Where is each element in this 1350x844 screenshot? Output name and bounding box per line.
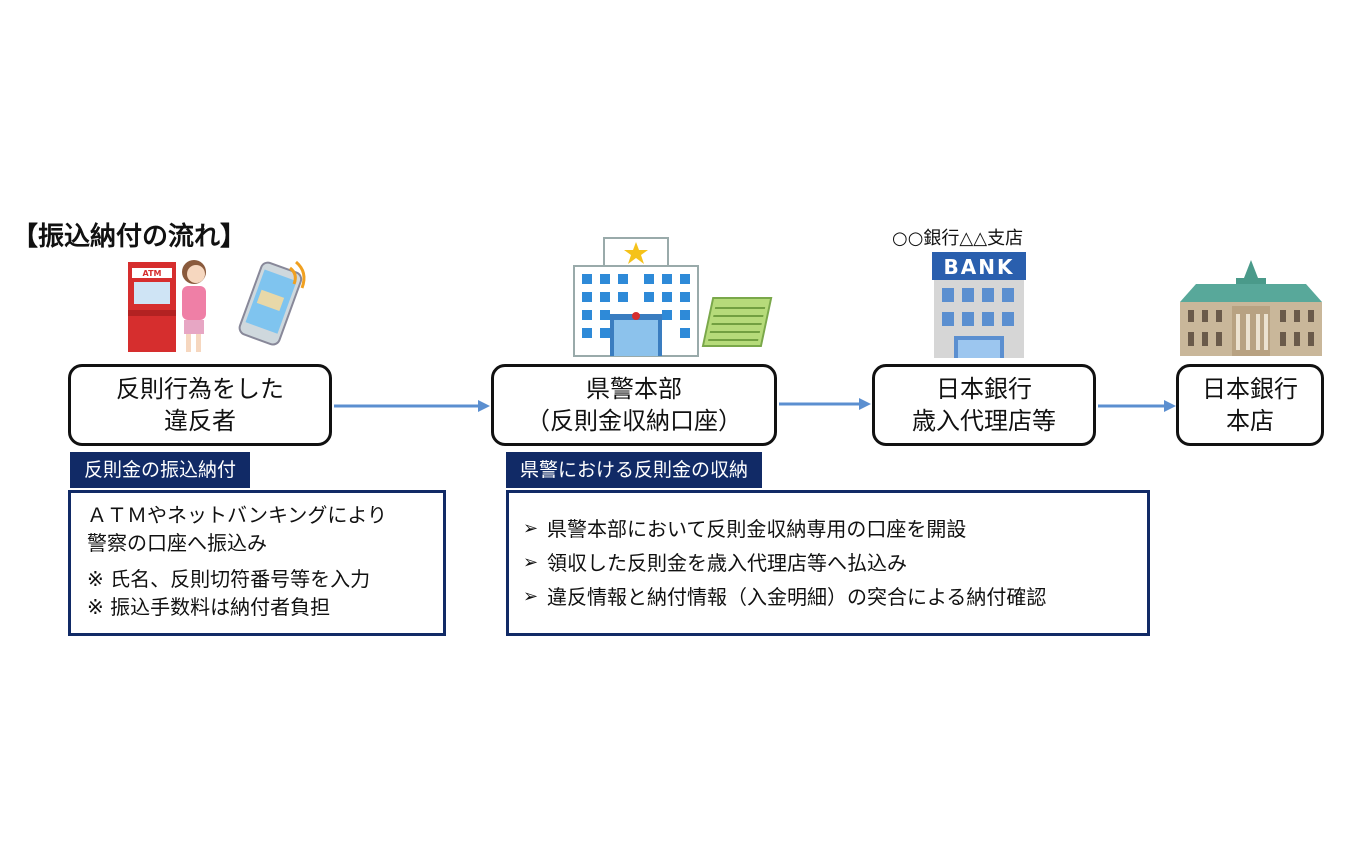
bank-sign-text: BANK [944,255,1015,279]
right-panel-item-text: 違反情報と納付情報（入金明細）の突合による納付確認 [547,585,1047,609]
smartphone-illustration [238,260,306,346]
node-boj-agent-line-2: 歳入代理店等 [912,407,1056,435]
left-panel-line-1: ＡＴＭやネットバンキングにより [87,503,387,527]
left-panel-header: 反則金の振込納付 [70,452,251,488]
bank-building-illustration: BANK [932,252,1026,358]
right-panel-item: ➢ 違反情報と納付情報（入金明細）の突合による納付確認 [523,583,1147,611]
node-violator: 反則行為をした 違反者 [68,364,332,446]
police-building-illustration [573,237,699,357]
bullet-arrow-icon: ➢ [523,518,539,539]
diagram-title: 【振込納付の流れ】 [12,222,247,252]
node-boj-main-line-2: 本店 [1226,407,1274,435]
right-panel-item-text: 領収した反則金を歳入代理店等へ払込み [547,551,907,575]
node-boj-agent-line-1: 日本銀行 [936,375,1032,403]
arrow-violator-to-hq [334,400,490,412]
bullet-arrow-icon: ➢ [523,552,539,573]
left-panel-note-1: ※ 氏名、反則切符番号等を入力 [87,567,371,591]
right-panel-item: ➢ 領収した反則金を歳入代理店等へ払込み [523,549,1147,577]
node-violator-line-2: 違反者 [164,407,236,435]
atm-sign-text: ATM [143,269,162,278]
node-police-hq-line-1: 県警本部 [586,375,682,403]
boj-building-illustration [1180,260,1322,356]
left-panel-note-2: ※ 振込手数料は納付者負担 [87,595,331,619]
right-panel: ➢ 県警本部において反則金収納専用の口座を開設 ➢ 領収した反則金を歳入代理店等… [506,490,1150,636]
node-police-hq-line-2: （反則金収納口座） [526,407,742,435]
node-boj-main-line-1: 日本銀行 [1202,375,1298,403]
passbook-illustration [701,297,773,347]
node-boj-agent: 日本銀行 歳入代理店等 [872,364,1096,446]
arrow-hq-to-agent [779,398,871,410]
left-panel: ＡＴＭやネットバンキングにより 警察の口座へ振込み ※ 氏名、反則切符番号等を入… [68,490,446,636]
bank-branch-label: ○○銀行△△支店 [892,228,1024,249]
bullet-arrow-icon: ➢ [523,586,539,607]
right-panel-item: ➢ 県警本部において反則金収納専用の口座を開設 [523,515,1147,543]
atm-user-illustration: ATM [128,260,206,352]
node-violator-line-1: 反則行為をした [116,375,284,403]
left-panel-line-2: 警察の口座へ振込み [87,531,267,555]
arrow-agent-to-main [1098,400,1176,412]
right-panel-item-text: 県警本部において反則金収納専用の口座を開設 [547,517,967,541]
node-police-hq: 県警本部 （反則金収納口座） [491,364,777,446]
right-panel-header: 県警における反則金の収納 [506,452,763,488]
node-boj-main: 日本銀行 本店 [1176,364,1324,446]
